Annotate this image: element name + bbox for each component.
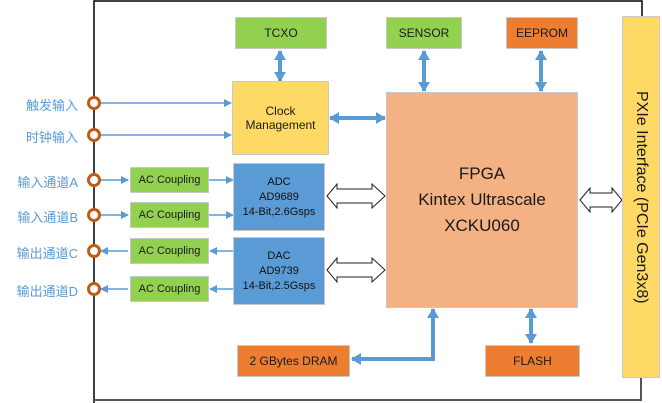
dac-line3: 14-Bit,2.5Gsps (242, 279, 316, 292)
connector-chA-icon (87, 173, 101, 187)
connector-clock-icon (87, 128, 101, 142)
adc-line3: 14-Bit,2.6Gsps (242, 205, 316, 218)
clock-line2: Management (245, 118, 316, 132)
connector-trigger-icon (87, 96, 101, 110)
dram-block: 2 GBytes DRAM (237, 345, 350, 377)
label-clock-input: 时钟输入 (25, 130, 78, 145)
ac-coupling-d: AC Coupling (130, 276, 209, 302)
fpga-line2: Kintex Ultrascale (418, 190, 546, 209)
adc-fpga-hollow-arrow (326, 182, 386, 210)
ac-coupling-b: AC Coupling (130, 202, 209, 228)
dram-label: 2 GBytes DRAM (249, 354, 338, 368)
board-outline-bottom (94, 378, 642, 401)
connector-icons (87, 96, 101, 296)
label-output-channel-d: 输出通道D (16, 284, 78, 299)
clock-management-block: Clock Management (232, 81, 329, 155)
board-outline (93, 0, 643, 403)
label-input-channel-a: 输入通道A (17, 175, 78, 190)
fpga-pxie-hollow-arrow (579, 186, 623, 214)
fpga-line3: XCKU060 (444, 216, 520, 235)
dac-line1: DAC (267, 249, 291, 262)
flash-block: FLASH (485, 345, 580, 377)
pxie-label: PXIe Interface (PCIe Gen3x8) (633, 90, 650, 304)
ac-coupling-b-label: AC Coupling (138, 209, 201, 221)
clock-line1: Clock (265, 104, 296, 118)
dac-fpga-hollow-arrow (326, 256, 386, 284)
dac-block: DAC AD9739 14-Bit,2.5Gsps (233, 237, 325, 305)
tcxo-block: TCXO (235, 17, 327, 49)
adc-line2: AD9689 (259, 190, 299, 203)
eeprom-block: EEPROM (506, 17, 578, 49)
label-output-channel-c: 输出通道C (16, 246, 78, 261)
ac-coupling-a: AC Coupling (130, 167, 209, 193)
fpga-line1: FPGA (458, 164, 506, 183)
pxie-interface-block: PXIe Interface (PCIe Gen3x8) (622, 16, 660, 378)
adc-block: ADC AD9689 14-Bit,2.6Gsps (233, 163, 325, 231)
flash-label: FLASH (513, 354, 552, 368)
connector-chB-icon (87, 208, 101, 222)
fpga-block: FPGA Kintex Ultrascale XCKU060 (386, 92, 578, 308)
dac-line2: AD9739 (259, 264, 299, 277)
ac-coupling-c-label: AC Coupling (138, 245, 201, 257)
sensor-block: SENSOR (386, 17, 462, 49)
ac-coupling-a-label: AC Coupling (138, 174, 201, 186)
ac-coupling-c: AC Coupling (130, 238, 209, 264)
label-trigger-input: 触发输入 (25, 98, 78, 113)
ac-coupling-d-label: AC Coupling (138, 283, 201, 295)
tcxo-label: TCXO (264, 26, 298, 40)
adc-line1: ADC (267, 175, 291, 188)
sensor-label: SENSOR (398, 26, 450, 40)
connector-chD-icon (87, 282, 101, 296)
connector-chC-icon (87, 244, 101, 258)
label-input-channel-b: 输入通道B (17, 210, 78, 225)
eeprom-label: EEPROM (515, 26, 568, 40)
dram-fpga-arrow (351, 308, 439, 365)
